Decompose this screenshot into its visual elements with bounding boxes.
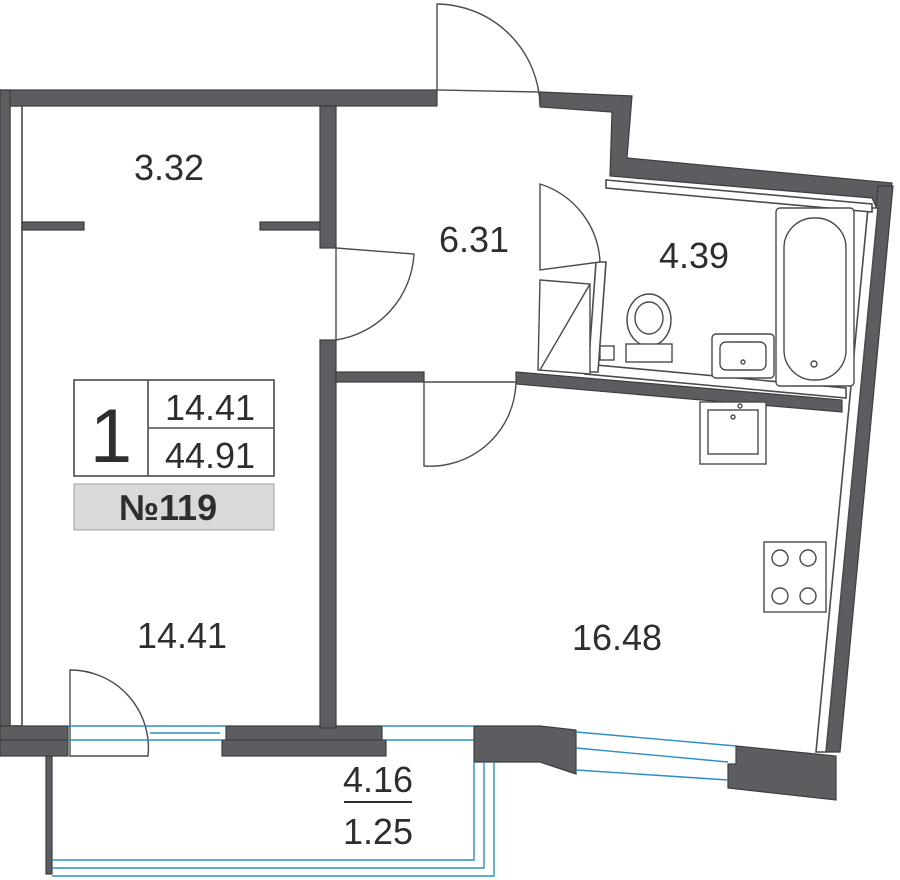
wall-left: [0, 89, 11, 751]
balcony-side-wall: [45, 755, 53, 875]
wall-bathroom-top: [605, 179, 873, 213]
bathtub-inner: [783, 217, 847, 381]
living-area: 14.41: [165, 387, 255, 428]
balcony-area-full: 4.16: [343, 759, 413, 800]
wall-right-inner: [815, 207, 879, 753]
partition-hall-right: [259, 221, 323, 231]
kitchen-door: [423, 381, 517, 467]
room-area-bathroom: 4.39: [659, 235, 729, 276]
wall-bottom-right: [727, 745, 837, 801]
room-area-kitchen: 16.48: [572, 617, 662, 658]
wall-bottom-left: [0, 725, 69, 741]
partition-hall-left: [21, 221, 85, 231]
wall-left-inner: [9, 105, 23, 727]
room-area-bedroom: 14.41: [137, 615, 227, 656]
room-area-hall: 3.32: [134, 147, 204, 188]
windows: [68, 725, 737, 781]
balcony-area-reduced: 1.25: [343, 811, 413, 852]
balcony-glazing: [52, 762, 495, 877]
wall-bottom-mid-2: [221, 739, 387, 757]
apartment-badge: 1 14.41 44.91 №119: [73, 379, 275, 531]
rooms-count: 1: [90, 394, 132, 479]
wall-bedroom-kitchen: [319, 339, 337, 729]
entrance-door: [436, 3, 541, 107]
room-area-corridor: 6.31: [439, 219, 509, 260]
balcony-door: [69, 669, 150, 757]
wall-bottom-kitchen: [473, 725, 577, 775]
bedroom-door: [335, 247, 415, 341]
floor-drain: [599, 345, 615, 361]
wall-bottom-left-2: [0, 739, 69, 757]
wall-kitchen-top-stub: [335, 371, 425, 383]
total-area: 44.91: [165, 435, 255, 476]
wall-bedroom-corridor-top: [319, 105, 337, 249]
wall-bottom-mid: [225, 725, 383, 741]
apartment-number: №119: [119, 487, 217, 528]
bathroom-door: [539, 183, 601, 271]
wall-top-left: [0, 89, 438, 107]
apartment-number-box: [73, 483, 275, 531]
